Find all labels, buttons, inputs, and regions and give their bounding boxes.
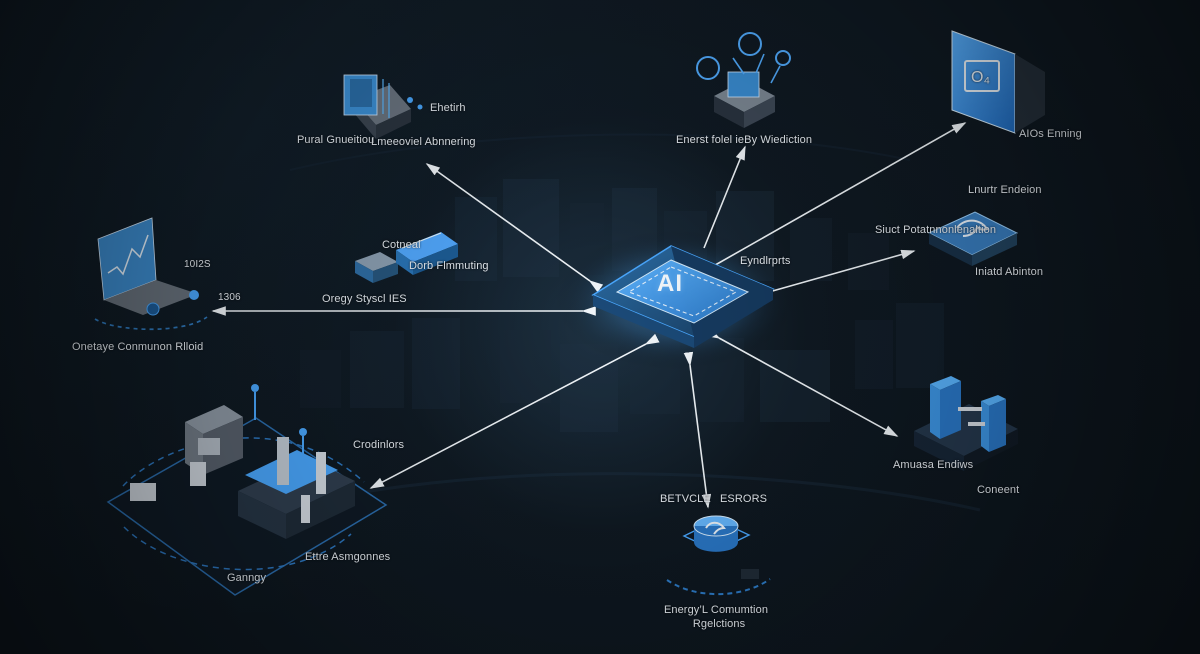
- top-center-label: Enerst folel ieBy Wiediction: [676, 134, 813, 146]
- bottom-right-label-2: Coneent: [977, 484, 1020, 496]
- ai-hub[interactable]: [591, 245, 775, 348]
- center-right-top-label: Eyndlrprts: [740, 255, 791, 267]
- smart-device-icon: [927, 211, 1019, 266]
- top-right-label: AIOs Enning: [1019, 128, 1082, 140]
- screen-badge: O₄: [971, 69, 991, 86]
- top-left-label-1: Pural Gnueitiou: [297, 134, 375, 146]
- connector-bottom-left: [369, 333, 660, 489]
- right-label-3: Iniatd Abinton: [975, 266, 1044, 278]
- connector-lines: [211, 122, 967, 509]
- sensor-icon: [914, 376, 1018, 471]
- hub-label: AI: [657, 270, 683, 297]
- connector-top-right: [709, 122, 967, 269]
- connector-bottom-center: [683, 351, 712, 509]
- factory-icon: [106, 384, 388, 596]
- connector-top-left: [425, 163, 604, 293]
- bottom-right-label-1: Amuasa Endiws: [893, 459, 974, 471]
- bottom-left-label-3: Ettre Asmgonnes: [305, 551, 391, 563]
- screen-icon: [951, 30, 1045, 134]
- right-label-2: Siuct Potatnnonlenaltion: [875, 224, 997, 236]
- center-left-label-1: Cotneal: [382, 239, 421, 251]
- device-icon: [355, 232, 458, 283]
- connector-right: [768, 249, 916, 293]
- left-value-1: 10I2S: [184, 259, 211, 270]
- bottom-center-label-2: ESRORS: [720, 493, 768, 505]
- top-left-label-2: Lmeeoviel Abnnering: [371, 136, 476, 148]
- left-bottom-label: Onetaye Conmunon Rlloid: [72, 341, 204, 353]
- energy-hub-icon: [666, 515, 771, 596]
- left-value-2: 1306: [218, 292, 241, 303]
- center-left-label-3: Dorb Flmmuting: [409, 260, 489, 272]
- right-label-1: Lnurtr Endeion: [968, 184, 1042, 196]
- bottom-center-label-1: BETVCLE: [660, 493, 711, 505]
- connector-bottom-right: [705, 327, 899, 437]
- top-left-label-3: Ehetirh: [430, 102, 466, 114]
- bottom-left-label-1: Crodinlors: [353, 439, 405, 451]
- center-left-label-2: Oregy Styscl IES: [322, 293, 407, 305]
- bottom-center-label-3: Energy’L Comumtion: [663, 604, 769, 616]
- connector-top-center: [703, 145, 746, 249]
- laptop-icon: [94, 217, 208, 331]
- server-icon: [696, 32, 791, 128]
- machine-icon: [343, 74, 423, 139]
- bottom-center-label-4: Rgelctions: [692, 618, 746, 630]
- bottom-left-label-2: Ganngy: [227, 572, 267, 584]
